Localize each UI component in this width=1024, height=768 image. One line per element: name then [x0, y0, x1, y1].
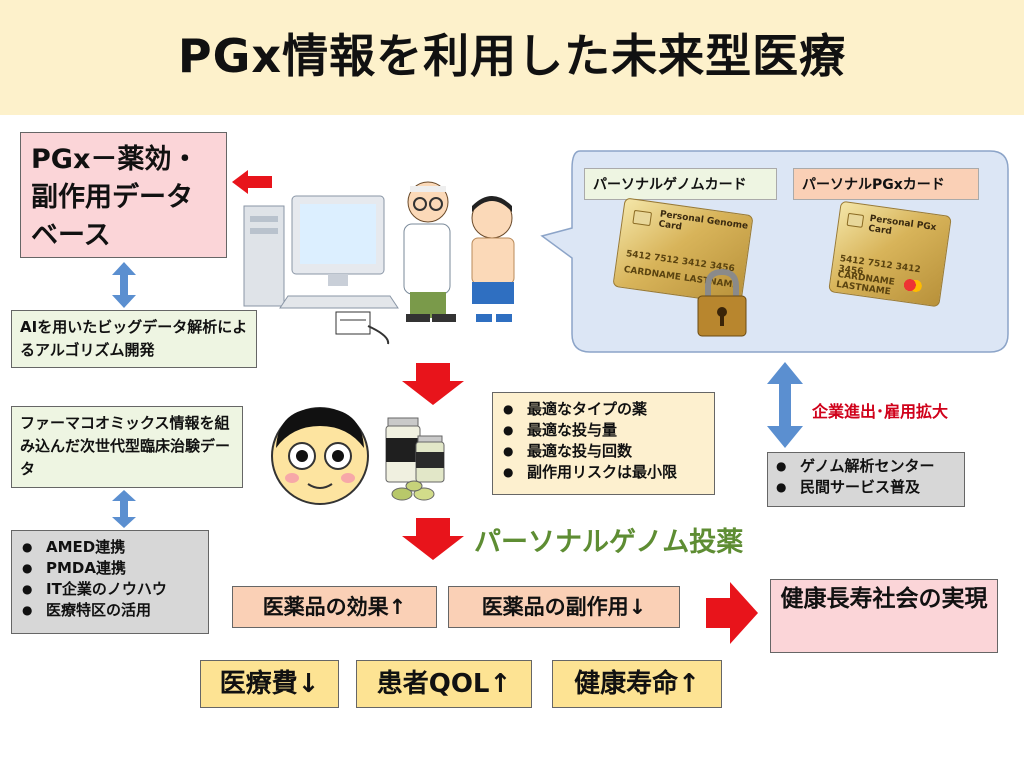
personal-medication-label: パーソナルゲノム投薬 [474, 527, 744, 558]
pgx-card-label: パーソナルPGxカード [793, 168, 979, 200]
ai-analysis-box: AIを用いたビッグデータ解析によるアルゴリズム開発 [11, 310, 257, 368]
drug-effect-text: 医薬品の効果↑ [262, 595, 407, 619]
collaboration-list-box: AMED連携 PMDA連携 IT企業のノウハウ 医療特区の活用 [11, 530, 209, 634]
arrow-left-icon [232, 170, 272, 194]
drug-effect-box: 医薬品の効果↑ [232, 586, 437, 628]
healthy-society-text: 健康長寿社会の実現 [780, 586, 988, 612]
optimal-item: 最適な投与量 [499, 420, 708, 441]
doctor-patient-illustration [243, 181, 515, 345]
collab-item: AMED連携 [18, 537, 202, 558]
optimal-item: 副作用リスクは最小限 [499, 462, 708, 483]
patient-qol-text: 患者QOL↑ [376, 669, 512, 699]
enterprise-list-box: ゲノム解析センター 民間サービス普及 [767, 452, 965, 507]
collab-item: 医療特区の活用 [18, 600, 202, 621]
drug-side-effect-box: 医薬品の副作用↓ [448, 586, 680, 628]
pharmacomics-box: ファーマコオミックス情報を組み込んだ次世代型臨床治験データ [11, 406, 243, 488]
collab-item: PMDA連携 [18, 558, 202, 579]
genome-card-text: Personal Genome Card [657, 209, 749, 233]
card-chip-icon [632, 209, 653, 227]
medical-cost-text: 医療費↓ [219, 669, 320, 699]
drug-side-effect-text: 医薬品の副作用↓ [481, 595, 647, 619]
enterprise-label: 企業進出･雇用拡大 [812, 402, 949, 421]
padlock-icon [697, 268, 747, 337]
arrow-down-icon [402, 518, 464, 560]
title-banner [0, 0, 1024, 115]
medical-cost-box: 医療費↓ [200, 660, 339, 708]
double-arrow-icon [112, 262, 136, 308]
double-arrow-icon [112, 490, 136, 528]
healthy-society-box: 健康長寿社会の実現 [770, 579, 998, 653]
ai-analysis-text: AIを用いたビッグデータ解析によるアルゴリズム開発 [20, 318, 248, 359]
pgx-card: Personal PGx Card 5412 7512 3412 3456 CA… [828, 200, 952, 308]
enterprise-item: ゲノム解析センター [772, 456, 960, 477]
arrow-down-icon [402, 363, 464, 405]
page-title: PGx情報を利用した未来型医療 [177, 29, 847, 83]
genome-card-label: パーソナルゲノムカード [584, 168, 777, 200]
pgx-database-text: PGx－薬効・副作用データベース [31, 144, 199, 251]
medicine-icon [385, 417, 445, 501]
patient-qol-box: 患者QOL↑ [356, 660, 532, 708]
face-illustration [271, 407, 369, 505]
pharmacomics-text: ファーマコオミックス情報を組み込んだ次世代型臨床治験データ [20, 414, 231, 478]
collab-item: IT企業のノウハウ [18, 579, 202, 600]
card-chip-icon [846, 212, 865, 228]
pgx-database-box: PGx－薬効・副作用データベース [20, 132, 227, 258]
enterprise-item: 民間サービス普及 [772, 477, 960, 498]
pgx-card-text: Personal PGx Card [867, 213, 937, 237]
healthy-lifespan-text: 健康寿命↑ [574, 669, 700, 699]
optimal-item: 最適なタイプの薬 [499, 399, 708, 420]
optimal-treatment-box: 最適なタイプの薬 最適な投与量 最適な投与回数 副作用リスクは最小限 [492, 392, 715, 495]
card-brand-icon [901, 277, 924, 294]
double-arrow-icon [767, 362, 803, 448]
optimal-item: 最適な投与回数 [499, 441, 708, 462]
arrow-right-icon [706, 582, 758, 644]
healthy-lifespan-box: 健康寿命↑ [552, 660, 722, 708]
